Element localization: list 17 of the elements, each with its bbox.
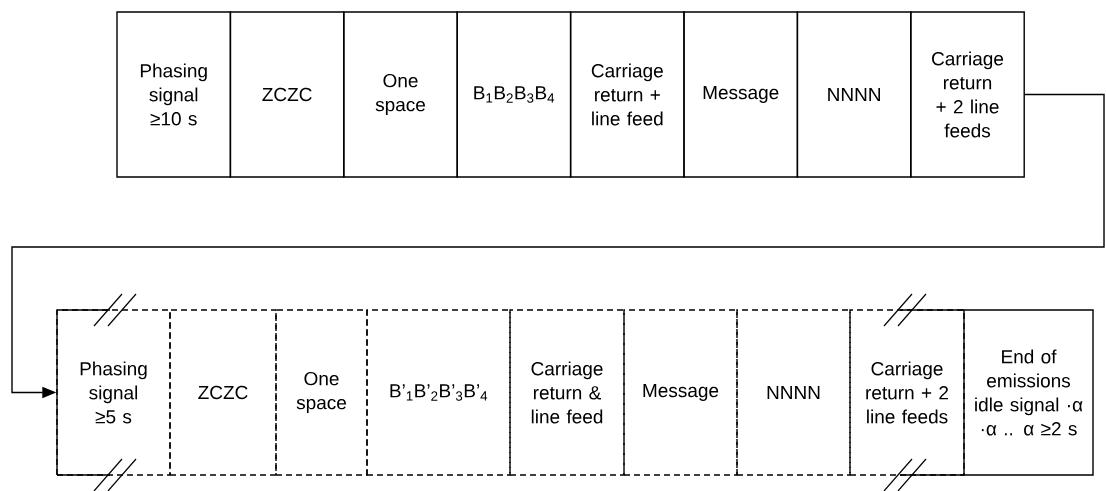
process-box: Phasing signal ≥5 s — [56, 309, 171, 476]
process-box: Carriage return + 2 line feeds — [849, 309, 965, 476]
process-box: B’$_{1}$B’$_{2}$B’$_{3}$B’$_{4}$ — [366, 309, 511, 476]
process-box: Carriage return + line feed — [569, 11, 685, 178]
process-box: Message — [623, 309, 738, 476]
process-box: NNNN — [736, 309, 851, 476]
process-box: ZCZC — [169, 309, 277, 476]
process-box: Phasing signal ≥10 s — [116, 11, 232, 178]
process-box: Message — [683, 11, 799, 178]
process-box: B$_{1}$B$_{2}$B$_{3}$B$_{4}$ — [456, 11, 572, 178]
process-box: One space — [275, 309, 368, 476]
process-box: One space — [343, 11, 458, 178]
process-box: Carriage return & line feed — [509, 309, 625, 476]
process-box: End of emissions idle signal ·α ·α .. α ≥2 s — [963, 309, 1094, 476]
process-box: Carriage return + 2 line feeds — [910, 11, 1025, 178]
process-box: NNNN — [796, 11, 912, 178]
process-box: ZCZC — [229, 11, 345, 178]
